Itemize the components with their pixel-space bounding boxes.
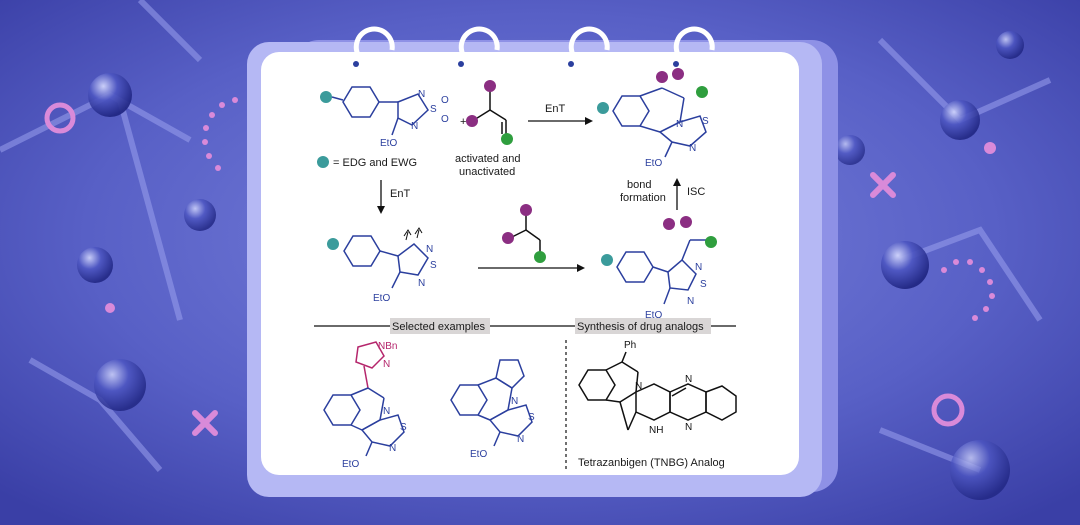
- atom-s: S: [528, 412, 535, 423]
- substituent-note: = EDG and EWG: [333, 157, 417, 169]
- ent-label-top: EnT: [545, 103, 565, 115]
- example-2-structure: [450, 359, 533, 447]
- product-structure: [597, 68, 708, 158]
- drug-name-label: Tetrazanbigen (TNBG) Analog: [578, 457, 725, 469]
- alkene-structure: [466, 80, 513, 145]
- atom-eto: EtO: [470, 449, 487, 460]
- substituent-legend-dot: [317, 156, 329, 168]
- plus-sign: +: [460, 116, 466, 128]
- atom-n: N: [418, 278, 425, 289]
- ring-icon: [44, 102, 965, 427]
- atom-n: N: [517, 434, 524, 445]
- atom-s: S: [400, 422, 407, 433]
- bond-formation-line2: formation: [620, 192, 666, 204]
- atom-nbn: NBn: [378, 341, 397, 352]
- atom-ph: Ph: [624, 340, 636, 351]
- atom-n: N: [685, 374, 692, 385]
- atom-n: N: [418, 89, 425, 100]
- atom-n: N: [383, 359, 390, 370]
- atom-n: N: [389, 443, 396, 454]
- atom-eto: EtO: [373, 293, 390, 304]
- atom-n: N: [511, 396, 518, 407]
- cross-icon: [192, 172, 896, 436]
- atom-eto: EtO: [342, 459, 359, 470]
- selected-examples-bg: [390, 318, 490, 334]
- atom-eto: EtO: [645, 310, 662, 321]
- atom-s: S: [430, 104, 437, 115]
- atom-n: N: [676, 119, 683, 130]
- atom-n: N: [411, 121, 418, 132]
- atom-n: N: [685, 422, 692, 433]
- atom-s: S: [700, 279, 707, 290]
- atom-n: N: [695, 262, 702, 273]
- binder-rings: [353, 26, 715, 60]
- atom-eto: EtO: [380, 138, 397, 149]
- atom-n: N: [687, 296, 694, 307]
- atom-n: N: [635, 381, 642, 392]
- atom-n: N: [689, 143, 696, 154]
- selected-examples-label: Selected examples: [392, 321, 485, 333]
- atom-o: O: [441, 95, 449, 106]
- atom-n: N: [426, 244, 433, 255]
- isc-label: ISC: [687, 186, 705, 198]
- molecule-sphere-icon: [77, 31, 1024, 500]
- alkene-note-line2: unactivated: [459, 166, 515, 178]
- example-1-structure: [323, 341, 405, 457]
- alkene-structure-middle: [502, 204, 546, 263]
- atom-n-h: NH: [649, 425, 663, 436]
- alkene-note-line1: activated and: [455, 153, 520, 165]
- triplet-diradical-structure: [327, 227, 429, 289]
- starting-sulfamidate-structure: [320, 86, 429, 136]
- tnbg-analog-structure: [578, 351, 737, 431]
- dots-arc-icon: [105, 97, 996, 321]
- drug-analogs-label: Synthesis of drug analogs: [577, 321, 704, 333]
- bond-formation-line1: bond: [627, 179, 651, 191]
- atom-s: S: [430, 260, 437, 271]
- atom-s: S: [702, 116, 709, 127]
- drug-analogs-bg: [575, 318, 711, 334]
- ent-label-left: EnT: [390, 188, 410, 200]
- atom-eto: EtO: [645, 158, 662, 169]
- atom-o: O: [441, 114, 449, 125]
- diradical-intermediate-structure: [601, 216, 717, 305]
- atom-n: N: [383, 406, 390, 417]
